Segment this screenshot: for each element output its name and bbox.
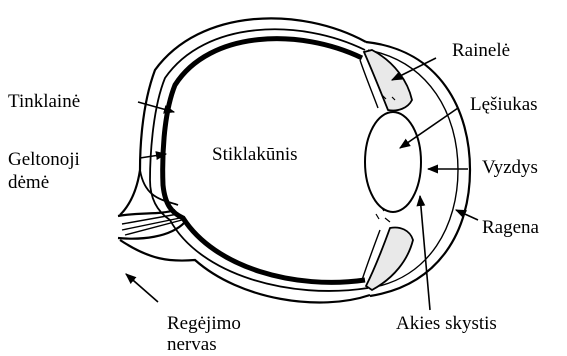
- optic-nerve-sheath: [140, 170, 178, 205]
- label-akies-skystis: Akies skystis: [396, 313, 497, 334]
- leader-akies-skystis: [420, 196, 430, 310]
- label-regejimo-line1: Regėjimo: [167, 313, 241, 334]
- leader-ragena: [456, 210, 478, 220]
- lens: [365, 112, 421, 212]
- iris-lower: [366, 228, 413, 291]
- label-regejimo-line2: nervas: [167, 334, 217, 355]
- label-stiklakunis: Stiklakūnis: [212, 144, 298, 165]
- optic-nerve-upper: [118, 210, 175, 216]
- iris-upper: [364, 50, 412, 111]
- label-tinklaine: Tinklainė: [8, 91, 80, 112]
- leader-regejimo: [126, 274, 158, 302]
- label-lesiukas: Lęšiukas: [470, 94, 538, 115]
- label-geltonoji-line1: Geltonoji: [8, 149, 80, 170]
- label-ragena: Ragena: [482, 217, 539, 238]
- label-geltonoji-line2: dėmė: [8, 172, 49, 193]
- label-vyzdys: Vyzdys: [482, 157, 538, 178]
- label-rainele: Rainelė: [452, 40, 510, 61]
- sclera-outer-lower: [120, 240, 370, 302]
